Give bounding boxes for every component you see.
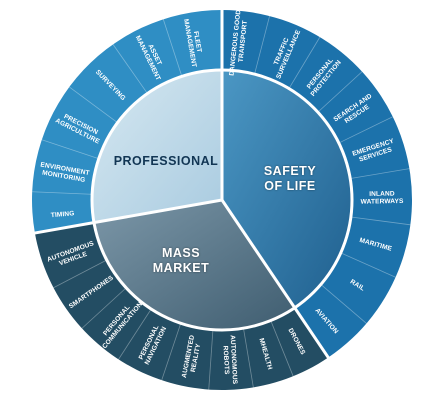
inner-ring-border xyxy=(90,68,354,332)
cell-separator xyxy=(118,309,151,360)
cell-separator xyxy=(318,71,363,112)
application-label-line: ROBOTS xyxy=(222,345,231,375)
application-label-line: WATERWAYS xyxy=(361,198,405,206)
ring-sector-professional xyxy=(32,10,222,233)
application-label-line: TRANSPORT xyxy=(238,20,249,62)
inner-sector-safety-of-life xyxy=(222,70,352,308)
inner-sector-professional xyxy=(91,70,222,223)
sector-label-mass-market: MASS MARKET xyxy=(152,246,210,275)
cell-separator xyxy=(112,44,148,93)
cell-separator xyxy=(162,19,182,76)
application-label-line: AUTONOMOUS xyxy=(229,335,239,385)
inner-sector-mass-market xyxy=(93,200,295,330)
sector-divider xyxy=(33,198,223,235)
cell-separator xyxy=(69,86,117,123)
cell-separator xyxy=(32,191,92,195)
sector-label-professional: PROFESSIONAL xyxy=(113,154,219,168)
application-label-line: FLEET xyxy=(192,31,203,53)
cell-separator xyxy=(81,288,126,329)
application-label-line: TIMING xyxy=(51,210,75,219)
cell-separator xyxy=(351,168,410,179)
sector-dividers xyxy=(32,9,411,390)
cell-separator xyxy=(243,329,254,388)
application-label: TIMING xyxy=(51,210,75,219)
cell-separator xyxy=(339,116,393,143)
sector-divider xyxy=(220,199,331,360)
cell-separator xyxy=(270,321,294,377)
cell-separator xyxy=(351,216,411,226)
cell-separator xyxy=(53,260,106,289)
cell-separator xyxy=(321,284,367,324)
inner-sectors xyxy=(91,70,352,330)
application-label-line: INLAND xyxy=(369,190,395,197)
cell-separator xyxy=(161,324,181,381)
sector-label-safety-of-life: SAFETY OF LIFE xyxy=(263,164,317,193)
cell-separator xyxy=(254,15,270,74)
cell-separator xyxy=(289,36,321,88)
cell-separator xyxy=(341,252,396,278)
ring-sector-safety-of-life xyxy=(222,10,413,358)
cell-separator xyxy=(41,139,98,159)
cell-separator xyxy=(208,330,214,390)
